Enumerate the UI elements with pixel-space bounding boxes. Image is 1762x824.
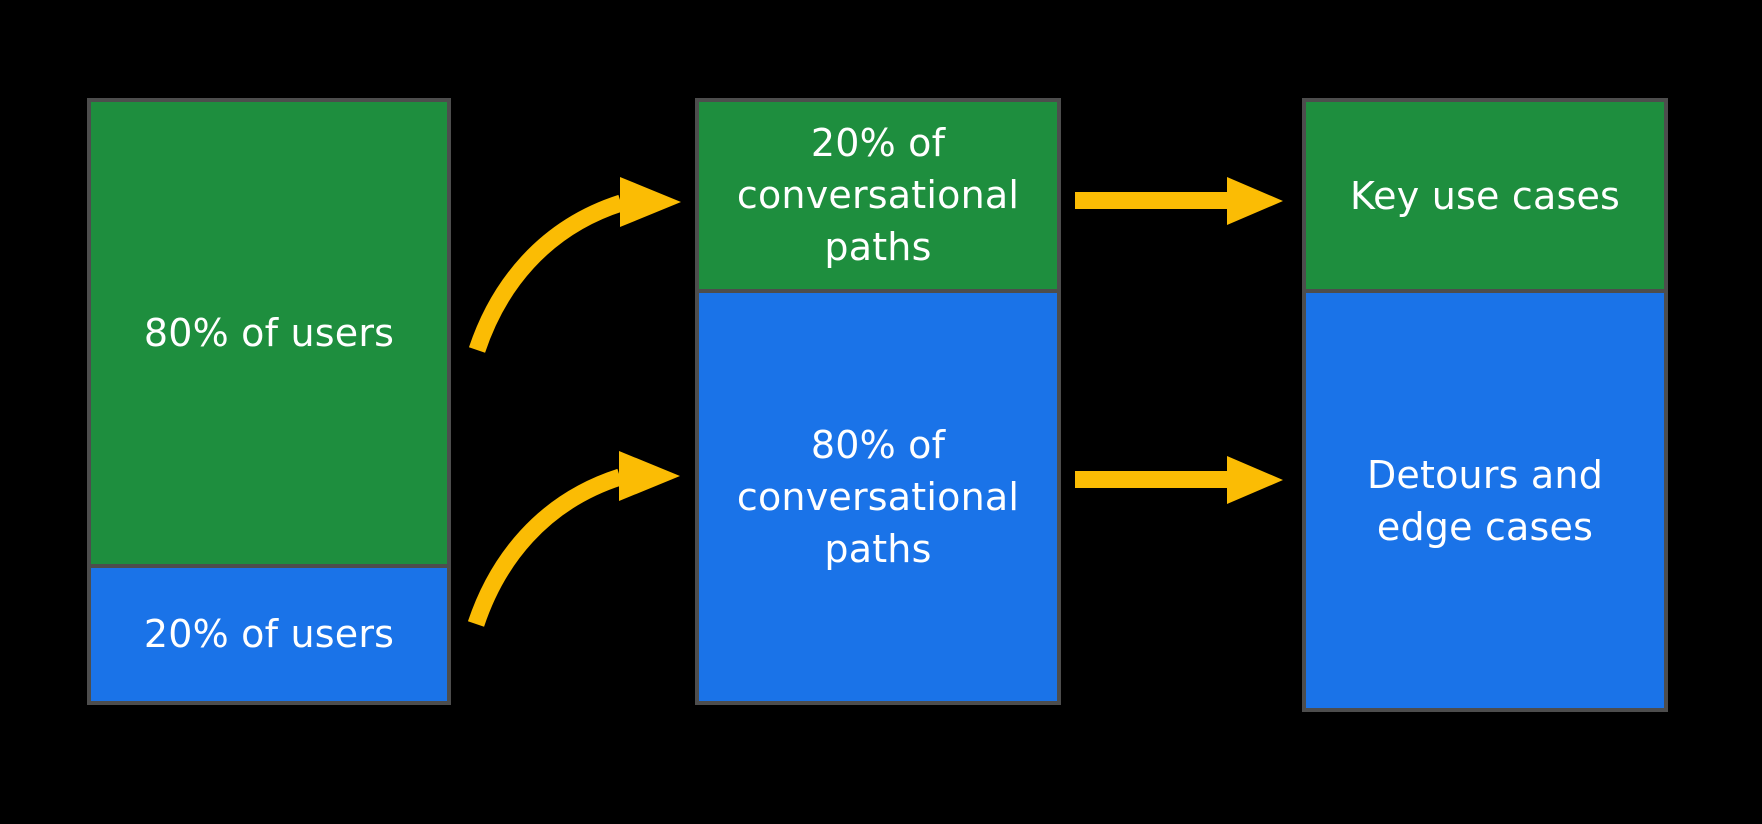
straight-arrow-green-icon (1075, 177, 1283, 225)
segment-key-use-cases-label: Key use cases (1349, 173, 1621, 218)
segment-20-of-users: 20% of users (91, 563, 447, 701)
curved-arrow-green-shaft (468, 194, 624, 353)
use-cases-column: Key use cases Detours and edge cases (1302, 98, 1668, 712)
segment-80-of-users: 80% of users (91, 102, 447, 564)
segment-20-of-paths-label: 20% of conversational paths (736, 121, 1020, 270)
conversational-paths-column: 20% of conversational paths 80% of conve… (695, 98, 1061, 705)
users-column: 80% of users 20% of users (87, 98, 451, 705)
curved-arrow-users-to-blue-paths (467, 451, 680, 627)
curved-arrow-users-to-green-paths (468, 177, 681, 353)
segment-key-use-cases: Key use cases (1306, 102, 1664, 290)
segment-detours-edge-cases: Detours and edge cases (1306, 289, 1664, 708)
segment-80-of-paths: 80% of conversational paths (699, 288, 1057, 701)
straight-arrow-blue-icon (1075, 456, 1283, 504)
segment-80-of-users-label: 80% of users (143, 310, 395, 355)
curved-arrow-green-head-icon (620, 177, 681, 227)
segment-20-of-users-label: 20% of users (143, 612, 395, 657)
segment-20-of-paths: 20% of conversational paths (699, 102, 1057, 289)
segment-detours-edge-cases-label: Detours and edge cases (1366, 452, 1604, 549)
segment-80-of-paths-label: 80% of conversational paths (736, 422, 1020, 571)
curved-arrow-blue-shaft (467, 468, 623, 627)
curved-arrow-blue-head-icon (619, 451, 680, 501)
